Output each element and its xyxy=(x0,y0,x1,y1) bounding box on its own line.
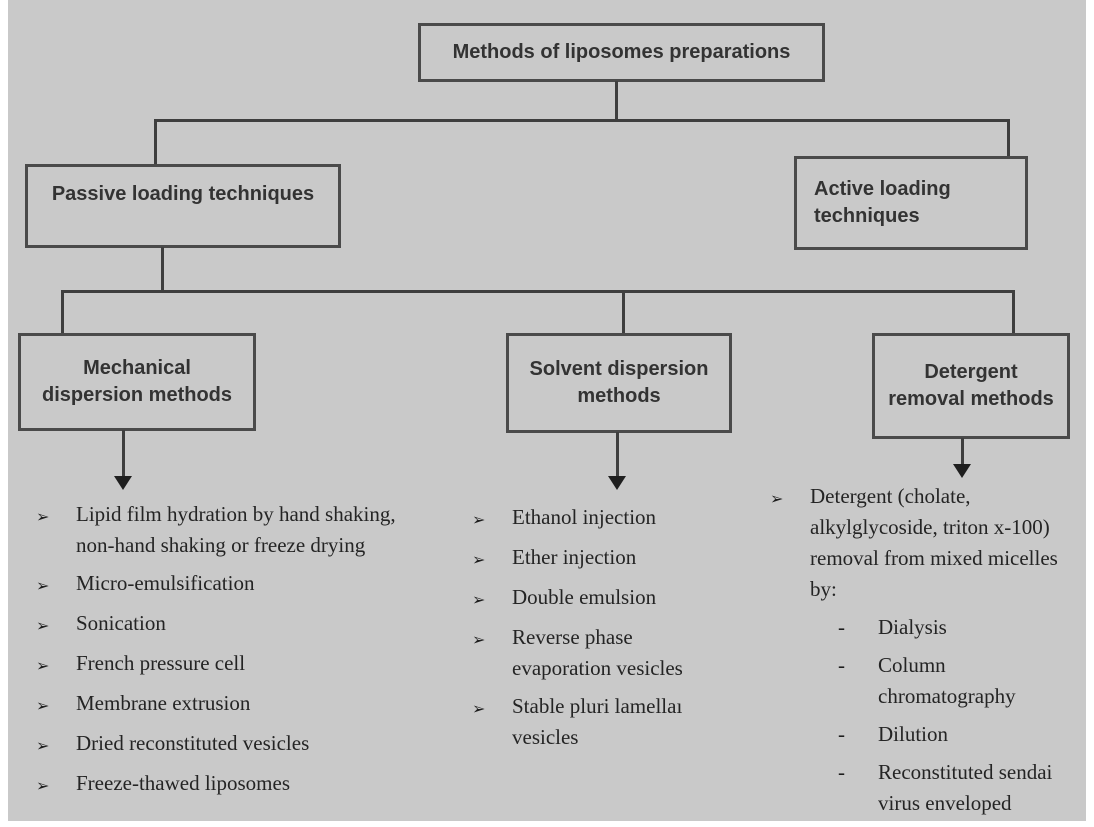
list-item-text: Reconstituted sendai virus enveloped xyxy=(878,760,1053,815)
connector-to-mechanical xyxy=(61,290,64,335)
arrow-down-icon xyxy=(608,476,626,490)
dash-bullet-icon: - xyxy=(838,615,845,639)
arrow-bullet-icon: ➢ xyxy=(472,590,486,609)
list-item-text: Reverse phase evaporation vesicles xyxy=(512,625,683,680)
list-item: ➢ French pressure cell xyxy=(36,648,436,681)
list-item-text: Detergent (cholate, alkylglycoside, trit… xyxy=(810,484,1058,601)
arrow-down-icon xyxy=(953,464,971,478)
list-mechanical-dispersion: ➢ Lipid film hydration by hand shaking, … xyxy=(36,499,436,808)
list-item: ➢ Sonication xyxy=(36,608,436,641)
list-item: - Dialysis xyxy=(838,612,1090,643)
dash-bullet-icon: - xyxy=(838,722,845,746)
list-solvent-dispersion: ➢ Ethanol injection ➢ Ether injection ➢ … xyxy=(472,502,772,760)
list-item-text: Column chromatography xyxy=(878,653,1016,708)
list-item: ➢ Ethanol injection xyxy=(472,502,772,535)
list-item-text: Ether injection xyxy=(512,545,637,569)
node-label: Detergent removal methods xyxy=(888,361,1054,410)
arrow-bullet-icon: ➢ xyxy=(36,507,50,526)
node-methods-of-liposomes-preparations: Methods of liposomes preparations xyxy=(418,23,825,82)
list-item: ➢ Freeze-thawed liposomes xyxy=(36,768,436,801)
connector-to-passive xyxy=(154,119,157,167)
list-item: ➢ Double emulsion xyxy=(472,582,772,615)
node-label: Active loading techniques xyxy=(814,178,951,227)
list-item-text: Membrane extrusion xyxy=(76,691,251,715)
list-item-text: Freeze-thawed liposomes xyxy=(76,771,291,795)
connector-passive-stem xyxy=(161,247,164,292)
arrow-solvent-shaft xyxy=(616,432,619,478)
list-item-text: Sonication xyxy=(76,611,166,635)
dash-bullet-icon: - xyxy=(838,760,845,784)
arrow-bullet-icon: ➢ xyxy=(36,576,50,595)
connector-level1-crossbar xyxy=(154,119,1010,122)
arrow-bullet-icon: ➢ xyxy=(36,696,50,715)
arrow-bullet-icon: ➢ xyxy=(36,776,50,795)
list-item: ➢ Micro-emulsification xyxy=(36,568,436,601)
list-item: ➢ Dried reconstituted vesicles xyxy=(36,728,436,761)
node-mechanical-dispersion-methods: Mechanical dispersion methods xyxy=(18,333,256,431)
list-item: - Column chromatography xyxy=(838,650,1090,712)
list-item-text: Dried reconstituted vesicles xyxy=(76,731,310,755)
list-item-text: French pressure cell xyxy=(76,651,246,675)
connector-to-active xyxy=(1007,119,1010,159)
arrow-down-icon xyxy=(114,476,132,490)
node-label: Passive loading techniques xyxy=(51,183,315,205)
list-item-text: Ethanol injection xyxy=(512,505,657,529)
node-passive-loading-techniques: Passive loading techniques xyxy=(25,164,341,248)
list-item: ➢ Ether injection xyxy=(472,542,772,575)
arrow-bullet-icon: ➢ xyxy=(472,630,486,649)
arrow-mechanical-shaft xyxy=(122,430,125,478)
arrow-bullet-icon: ➢ xyxy=(472,550,486,569)
list-item: ➢ Stable pluri lamellaı vesicles xyxy=(472,691,772,753)
list-item: - Dilution xyxy=(838,719,1090,750)
dash-bullet-icon: - xyxy=(838,653,845,677)
arrow-bullet-icon: ➢ xyxy=(36,616,50,635)
arrow-bullet-icon: ➢ xyxy=(472,699,486,718)
list-item: ➢ Reverse phase evaporation vesicles xyxy=(472,622,772,684)
connector-to-solvent xyxy=(622,290,625,335)
connector-root-stem xyxy=(615,81,618,121)
list-item: - Reconstituted sendai virus enveloped xyxy=(838,757,1090,819)
arrow-detergent-shaft xyxy=(961,438,964,466)
list-detergent-removal: ➢ Detergent (cholate, alkylglycoside, tr… xyxy=(770,481,1090,826)
node-solvent-dispersion-methods: Solvent dispersion methods xyxy=(506,333,732,433)
list-item: ➢ Lipid film hydration by hand shaking, … xyxy=(36,499,436,561)
list-item-text: Stable pluri lamellaı vesicles xyxy=(512,694,683,749)
list-item-text: Double emulsion xyxy=(512,585,657,609)
list-item: ➢ Detergent (cholate, alkylglycoside, tr… xyxy=(770,481,1090,605)
connector-level2-crossbar xyxy=(61,290,1015,293)
connector-to-detergent xyxy=(1012,290,1015,335)
sublist-detergent-removal-methods: - Dialysis - Column chromatography - Dil… xyxy=(838,612,1090,819)
list-item-text: Dilution xyxy=(878,722,949,746)
list-item: ➢ Membrane extrusion xyxy=(36,688,436,721)
node-active-loading-techniques: Active loading techniques xyxy=(794,156,1028,250)
node-label: Methods of liposomes preparations xyxy=(452,41,791,63)
list-item-text: Micro-emulsification xyxy=(76,571,255,595)
node-label: Mechanical dispersion methods xyxy=(41,357,233,406)
list-item-text: Lipid film hydration by hand shaking, no… xyxy=(76,502,396,557)
arrow-bullet-icon: ➢ xyxy=(36,656,50,675)
arrow-bullet-icon: ➢ xyxy=(36,736,50,755)
node-detergent-removal-methods: Detergent removal methods xyxy=(872,333,1070,439)
node-label: Solvent dispersion methods xyxy=(529,358,709,407)
arrow-bullet-icon: ➢ xyxy=(770,489,784,508)
arrow-bullet-icon: ➢ xyxy=(472,510,486,529)
list-item-text: Dialysis xyxy=(878,615,947,639)
